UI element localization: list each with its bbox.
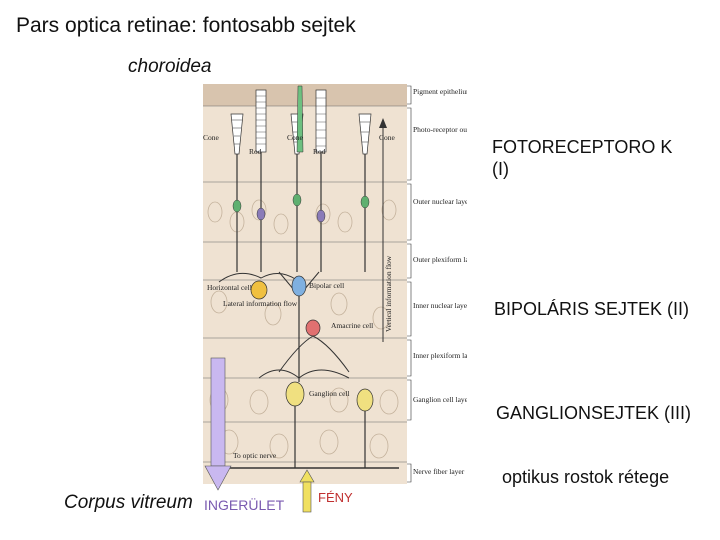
horizontal-cell [218,272,298,300]
layer-label-3: Outer nuclear layer [413,197,467,206]
ganglion-cells [209,369,399,469]
corpus-vitreum-label: Corpus vitreum [64,492,193,513]
layer-label-7: Ganglion cell layer [413,395,467,404]
layer-label-4: Outer plexiform layer [413,255,467,264]
amacrine-cell-label: Amacrine cell [331,321,373,330]
bipolar-label: BIPOLÁRIS SEJTEK (II) [494,299,690,319]
cone-label-3: Cone [379,133,396,142]
ganglion-cell-label: Ganglion cell [309,389,350,398]
light-label: FÉNY [318,490,353,505]
lateral-flow-label: Lateral information flow [223,299,298,308]
slide-title: Pars optica retinae: fontosabb sejtek [16,14,356,37]
impulse-label: INGERÜLET [204,497,285,513]
layer-label-5: Inner nuclear layer [413,301,467,310]
vertical-flow-arrow [379,118,387,342]
amacrine-cell [278,319,350,373]
photoreceptor-label: FOTORECEPTORO K (I) [492,137,673,179]
ganglion-label: GANGLIONSEJTEK (III) [496,403,692,423]
pigment-band [203,84,407,106]
layer-brackets [407,85,412,483]
horizontal-cell-label: Horizontal cell [207,283,252,292]
layer-label-2: Photo-receptor outer segments [413,125,467,134]
optic-nerve-label: To optic nerve [233,451,277,460]
impulse-down-arrow [204,357,232,491]
layer-label-1: Pigment epithelium [413,87,467,96]
bipolar-cell-label: Bipolar cell [309,281,344,290]
optic-fiber-label: optikus rostok rétege [502,467,670,487]
light-up-arrow [299,469,315,513]
choroid-label: choroidea [128,56,212,77]
cone-label-1: Cone [203,133,220,142]
retina-diagram: Cone Rod Cone Rod Cone Horizontal cell L… [199,82,467,520]
photoreceptors [230,85,372,272]
cone-label-2: Cone [287,133,304,142]
vertical-flow-label: Vertical information flow [384,255,393,332]
rod-label-1: Rod [249,147,262,156]
rod-label-2: Rod [313,147,326,156]
bipolar-cell [278,271,320,382]
layer-label-6: Inner plexiform layer [413,351,467,360]
layer-label-8: Nerve fiber layer [413,467,465,476]
